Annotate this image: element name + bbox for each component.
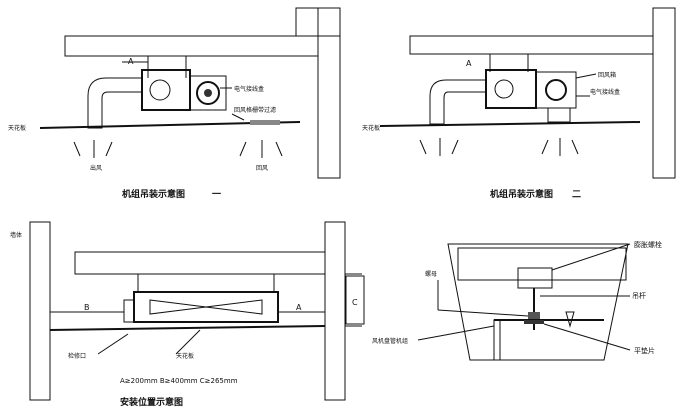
- unit-side-4: [493, 319, 501, 361]
- diagram-3-installation-position: 墙体 B A C 检修口 天花板 A≥200mm B≥400mm C≥265mm…: [10, 221, 365, 408]
- label-a-1: A: [128, 57, 134, 66]
- leader-return-2: [575, 73, 597, 79]
- blower-wheel-1: [196, 81, 220, 105]
- outlet-duct-1: [87, 77, 143, 129]
- return-air-arrows-2: [541, 138, 579, 156]
- diagram-4-hanging-detail: 膨胀螺栓 螺母 吊杆 风机盘管机组 平垫片: [372, 240, 662, 361]
- diagram-1-ceiling-hanging: A 电气接线盒 回风格栅带过滤 天花板 出风 回风 机组吊装示意图 一: [8, 7, 341, 200]
- label-ceiling-3: 天花板: [176, 352, 194, 360]
- label-wiring-box-1: 电气接线盒: [234, 85, 264, 93]
- expansion-bolt-4: [517, 267, 553, 289]
- ceiling-board-2: [379, 121, 641, 127]
- label-a-2: A: [466, 59, 472, 68]
- dimension-requirements-3: A≥200mm B≥400mm C≥265mm: [120, 377, 238, 385]
- leader-filter-1: [231, 113, 245, 121]
- caption-1: 机组吊装示意图: [122, 188, 185, 200]
- side-wall-2: [652, 7, 676, 179]
- label-bolt-4: 膨胀螺栓: [634, 240, 662, 249]
- fan-coil-detail-3: [149, 299, 263, 315]
- wall-top-1: [295, 7, 341, 37]
- leader-washer-4: [543, 323, 631, 351]
- label-ceiling-1: 天花板: [8, 124, 26, 132]
- outlet-duct-2: [429, 79, 487, 125]
- fan-motor-1: [149, 79, 171, 101]
- supply-air-arrows-1: [73, 140, 113, 158]
- right-wall-3: [324, 221, 346, 401]
- ceiling-board-3: [49, 325, 326, 331]
- supply-air-arrows-2: [419, 138, 459, 156]
- label-return-1: 回风: [256, 165, 268, 172]
- caption-2-suffix: 二: [572, 190, 581, 200]
- blower-hub-1: [204, 89, 212, 97]
- diagram-2-ceiling-hanging: A 回风箱 电气接线盒 天花板 机组吊装示意图 二: [362, 7, 676, 200]
- dim-c-box-3: [345, 275, 365, 325]
- flange-hook-4: [565, 311, 575, 328]
- ceiling-slab-4: [457, 247, 627, 281]
- fan-unit-body-1: [141, 69, 191, 111]
- label-wiring-box-2: 电气接线盒: [590, 88, 620, 96]
- fan-unit-body-2: [485, 69, 537, 109]
- caption-2: 机组吊装示意图: [490, 188, 553, 200]
- label-rod-4: 吊杆: [632, 291, 646, 300]
- caption-1-suffix: 一: [212, 190, 221, 200]
- blower-wheel-2: [545, 79, 567, 101]
- drain-pan-3: [123, 299, 135, 323]
- label-washer-4: 平垫片: [634, 346, 655, 355]
- caption-3: 安装位置示意图: [120, 396, 183, 408]
- ceiling-slab-1: [64, 35, 319, 57]
- label-nut-4: 螺母: [425, 270, 437, 278]
- leader-ceiling-3: [175, 329, 201, 355]
- fan-motor-2: [494, 79, 514, 99]
- side-wall-1: [317, 7, 341, 179]
- leader-access-3: [97, 333, 129, 355]
- label-a-3: A: [296, 303, 302, 312]
- label-filter-1: 回风格栅带过滤: [234, 106, 276, 114]
- nut-4: [528, 312, 540, 320]
- return-air-arrows-1: [239, 140, 283, 158]
- label-wall-3: 墙体: [10, 231, 22, 239]
- washer-4: [524, 320, 544, 324]
- leader-bolt-4: [551, 243, 631, 271]
- return-grille-1: [250, 120, 280, 125]
- label-outlet-1: 出风: [90, 164, 102, 172]
- leader-unit-4: [417, 325, 495, 341]
- leader-nut-4: [437, 309, 529, 317]
- label-b-3: B: [84, 303, 90, 312]
- label-access-3: 检修口: [68, 352, 86, 360]
- label-return-box-2: 回风箱: [598, 71, 616, 79]
- label-unit-4: 风机盘管机组: [372, 337, 408, 345]
- ceiling-slab-3: [74, 251, 326, 275]
- label-ceiling-2: 天花板: [362, 124, 380, 132]
- ceiling-slab-2: [409, 35, 654, 55]
- label-c-3: C: [352, 298, 358, 307]
- blower-housing-1: [189, 75, 227, 111]
- left-wall-3: [29, 221, 51, 401]
- detail-outline-4: [447, 243, 629, 361]
- return-plenum-2: [547, 107, 571, 123]
- return-box-2: [535, 71, 577, 109]
